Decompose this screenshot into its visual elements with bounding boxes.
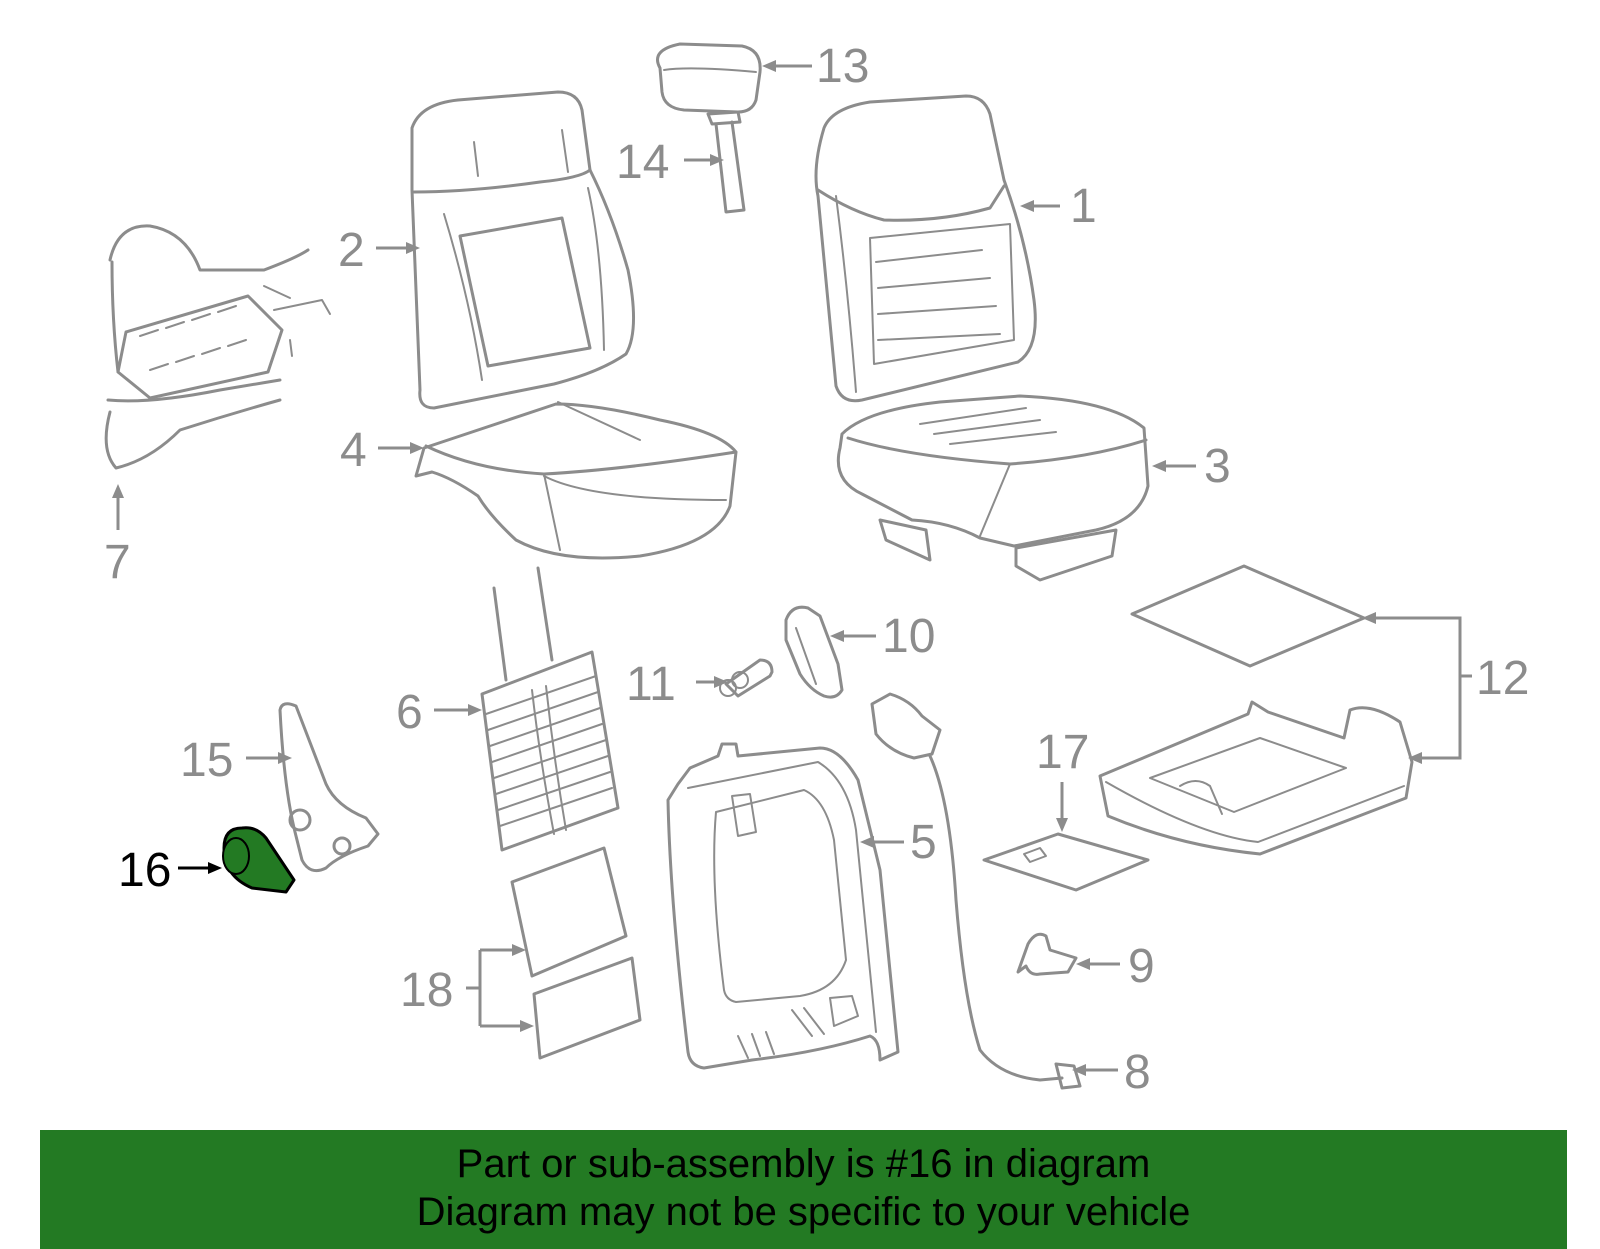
- callout-arrows: [112, 60, 1472, 1076]
- callout-8: 8: [1124, 1046, 1151, 1099]
- callout-12: 12: [1476, 652, 1529, 705]
- callout-11: 11: [626, 658, 676, 711]
- callout-5: 5: [910, 816, 937, 869]
- part-7-lumbar-mechanism: [104, 224, 331, 470]
- callout-3: 3: [1204, 440, 1231, 493]
- part-3-cushion-right: [836, 394, 1150, 582]
- callout-7: 7: [104, 536, 131, 589]
- info-banner: Part or sub-assembly is #16 in diagram D…: [40, 1130, 1567, 1249]
- part-12-seat-pan: [1098, 564, 1414, 856]
- part-1-seatback-right: [814, 94, 1037, 403]
- seat-exploded-diagram: 13 14 1 2 4 3 7 10 11 12 6 15 17 5 16 9 …: [104, 40, 1529, 1099]
- part-4-cushion-left: [414, 401, 738, 560]
- banner-line-2: Diagram may not be specific to your vehi…: [416, 1190, 1191, 1234]
- part-14-headrest-guide: [706, 110, 746, 214]
- callout-16: 16: [118, 844, 171, 897]
- part-17-pad: [982, 832, 1150, 892]
- callout-17: 17: [1036, 726, 1089, 779]
- callout-2: 2: [338, 224, 365, 277]
- callout-6: 6: [396, 686, 423, 739]
- part-15-recliner-bracket: [278, 702, 380, 873]
- callout-13: 13: [816, 40, 869, 93]
- part-5-back-shell: [666, 742, 900, 1070]
- part-11-switch: [719, 658, 774, 698]
- part-16-recliner-handle: [222, 826, 296, 894]
- callout-1: 1: [1070, 180, 1097, 233]
- banner-line-1: Part or sub-assembly is #16 in diagram: [456, 1142, 1151, 1186]
- part-8-wire-harness: [870, 692, 1082, 1090]
- callout-labels: 13 14 1 2 4 3 7 10 11 12 6 15 17 5 16 9 …: [104, 40, 1529, 1099]
- callout-10: 10: [882, 610, 935, 663]
- part-6-back-panel: [480, 566, 620, 852]
- callout-18: 18: [400, 964, 453, 1017]
- callout-14: 14: [616, 136, 669, 189]
- part-10-bezel: [784, 605, 844, 699]
- callout-4: 4: [340, 424, 367, 477]
- callout-15: 15: [180, 734, 233, 787]
- callout-9: 9: [1128, 940, 1155, 993]
- part-9-clip: [1016, 932, 1078, 976]
- part-2-seatback-left: [410, 90, 635, 410]
- part-13-headrest: [656, 42, 762, 114]
- part-18-pads: [510, 846, 642, 1060]
